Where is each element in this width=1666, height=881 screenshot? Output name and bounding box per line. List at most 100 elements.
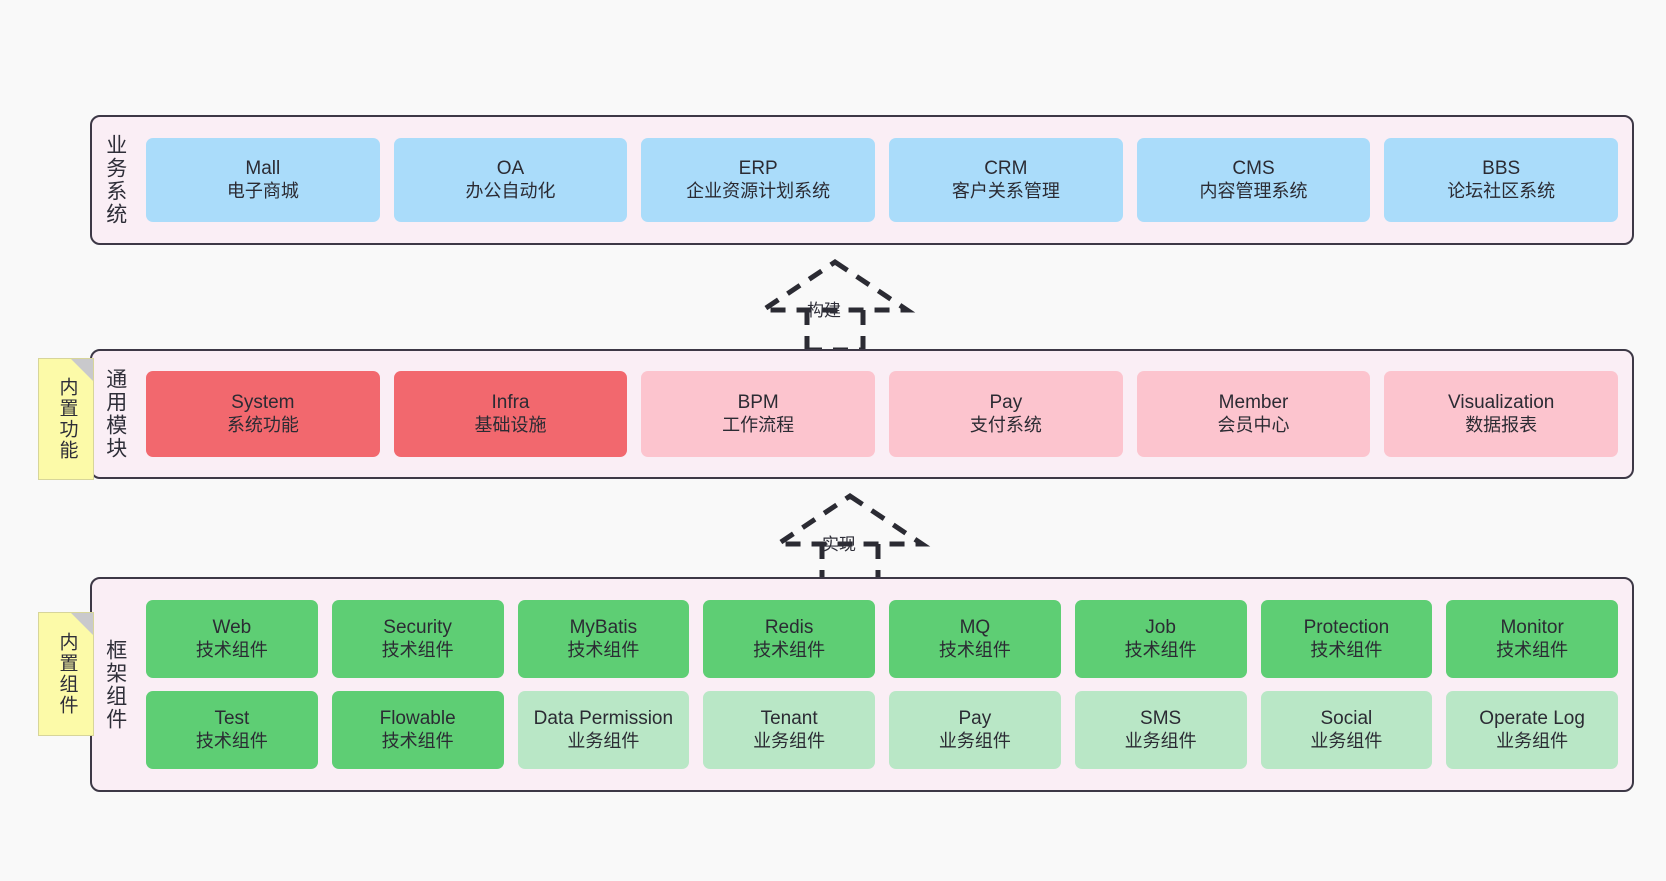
module-box-system[interactable]: System 系统功能 <box>146 371 380 457</box>
component-box-flowable[interactable]: Flowable 技术组件 <box>331 691 504 769</box>
module-box-bbs[interactable]: BBS 论坛社区系统 <box>1384 138 1619 222</box>
layer-business-label: 业务系统 <box>103 134 127 226</box>
component-desc: 业务组件 <box>753 730 826 751</box>
module-desc: 内容管理系统 <box>1199 180 1308 201</box>
component-title: MyBatis <box>569 617 638 639</box>
module-title: Infra <box>491 392 530 414</box>
component-desc: 业务组件 <box>1124 730 1197 751</box>
uml-triangle-head-icon <box>769 492 931 547</box>
module-desc: 支付系统 <box>969 414 1042 435</box>
component-box-security[interactable]: Security 技术组件 <box>331 600 504 678</box>
layer-business-body: Mall 电子商城 OA 办公自动化 ERP 企业资源计划系统 CRM 客户关系… <box>138 117 1632 243</box>
module-desc: 办公自动化 <box>465 180 556 201</box>
component-title: Redis <box>764 617 814 639</box>
module-title: OA <box>496 158 525 180</box>
note-builtin-components: 内置组件 <box>38 612 94 736</box>
component-desc: 业务组件 <box>1496 730 1569 751</box>
component-box-data-permission[interactable]: Data Permission 业务组件 <box>517 691 690 769</box>
layer-business-systems: 业务系统 Mall 电子商城 OA 办公自动化 ERP 企业资源计划系统 CRM… <box>90 115 1634 245</box>
module-title: Visualization <box>1448 392 1555 414</box>
layer-common-modules: 通用模块 System 系统功能 Infra 基础设施 BPM 工作流程 Pay… <box>90 349 1634 479</box>
component-title: Data Permission <box>533 708 674 730</box>
layer-framework-components: 框架组件 Web 技术组件 Security 技术组件 MyBatis 技术组件… <box>90 577 1634 792</box>
layer-common-body: System 系统功能 Infra 基础设施 BPM 工作流程 Pay 支付系统… <box>138 351 1632 477</box>
module-desc: 企业资源计划系统 <box>686 180 831 201</box>
module-box-oa[interactable]: OA 办公自动化 <box>393 138 628 222</box>
module-desc: 数据报表 <box>1465 414 1538 435</box>
component-title: Pay <box>958 708 992 730</box>
component-title: Security <box>383 617 452 639</box>
component-title: MQ <box>959 617 991 639</box>
module-title: BBS <box>1482 158 1521 180</box>
module-box-crm[interactable]: CRM 客户关系管理 <box>889 138 1123 222</box>
module-title: CRM <box>984 158 1028 180</box>
component-box-sms[interactable]: SMS 业务组件 <box>1074 691 1247 769</box>
module-title: BPM <box>737 392 779 414</box>
component-box-tenant[interactable]: Tenant 业务组件 <box>703 691 875 769</box>
module-box-pay[interactable]: Pay 支付系统 <box>889 371 1123 457</box>
module-title: Member <box>1218 392 1289 414</box>
module-desc: 论坛社区系统 <box>1447 180 1556 201</box>
component-title: Flowable <box>379 708 456 730</box>
layer-framework-label: 框架组件 <box>103 638 127 731</box>
component-desc: 技术组件 <box>1496 639 1569 660</box>
module-box-member[interactable]: Member 会员中心 <box>1136 371 1371 457</box>
component-desc: 技术组件 <box>381 639 454 660</box>
component-title: Job <box>1145 617 1176 639</box>
module-title: Mall <box>245 158 281 180</box>
component-title: Web <box>212 617 252 639</box>
component-box-operate-log[interactable]: Operate Log 业务组件 <box>1446 691 1618 769</box>
component-desc: 技术组件 <box>195 730 268 751</box>
component-box-protection[interactable]: Protection 技术组件 <box>1260 600 1433 678</box>
module-box-erp[interactable]: ERP 企业资源计划系统 <box>641 138 876 222</box>
component-box-web[interactable]: Web 技术组件 <box>146 600 318 678</box>
connector-implement-label: 实现 <box>822 535 856 554</box>
framework-row-biz: Test 技术组件 Flowable 技术组件 Data Permission … <box>146 691 1618 769</box>
component-box-mq[interactable]: MQ 技术组件 <box>889 600 1061 678</box>
component-box-monitor[interactable]: Monitor 技术组件 <box>1446 600 1618 678</box>
module-box-bpm[interactable]: BPM 工作流程 <box>641 371 876 457</box>
component-title: Social <box>1320 708 1373 730</box>
module-desc: 会员中心 <box>1217 414 1290 435</box>
module-title: System <box>231 392 295 414</box>
component-desc: 技术组件 <box>1124 639 1197 660</box>
module-desc: 工作流程 <box>722 414 795 435</box>
component-desc: 业务组件 <box>938 730 1011 751</box>
module-desc: 基础设施 <box>474 414 547 435</box>
note-text: 内置功能 <box>56 377 78 461</box>
connector-implement: 实现 <box>769 492 931 587</box>
component-title: SMS <box>1140 708 1182 730</box>
component-box-test[interactable]: Test 技术组件 <box>146 691 318 769</box>
layer-framework-body: Web 技术组件 Security 技术组件 MyBatis 技术组件 Redi… <box>138 579 1632 790</box>
component-box-redis[interactable]: Redis 技术组件 <box>703 600 875 678</box>
component-title: Protection <box>1303 617 1390 639</box>
framework-row-tech: Web 技术组件 Security 技术组件 MyBatis 技术组件 Redi… <box>146 600 1618 678</box>
component-title: Operate Log <box>1479 708 1585 730</box>
module-desc: 客户关系管理 <box>951 180 1060 201</box>
component-desc: 技术组件 <box>1310 639 1383 660</box>
component-desc: 业务组件 <box>567 730 640 751</box>
module-title: Pay <box>989 392 1023 414</box>
connector-build-label: 构建 <box>807 301 841 320</box>
component-box-pay[interactable]: Pay 业务组件 <box>889 691 1061 769</box>
module-title: ERP <box>738 158 778 180</box>
note-builtin-features: 内置功能 <box>38 358 94 480</box>
note-text: 内置组件 <box>56 632 78 716</box>
component-title: Test <box>214 708 250 730</box>
module-box-infra[interactable]: Infra 基础设施 <box>393 371 628 457</box>
uml-triangle-head-icon <box>754 258 916 313</box>
component-box-mybatis[interactable]: MyBatis 技术组件 <box>517 600 690 678</box>
module-box-mall[interactable]: Mall 电子商城 <box>146 138 380 222</box>
layer-common-label: 通用模块 <box>103 368 127 460</box>
component-desc: 技术组件 <box>938 639 1011 660</box>
component-title: Monitor <box>1500 617 1564 639</box>
module-box-cms[interactable]: CMS 内容管理系统 <box>1136 138 1371 222</box>
component-desc: 技术组件 <box>567 639 640 660</box>
component-desc: 业务组件 <box>1310 730 1383 751</box>
module-box-visualization[interactable]: Visualization 数据报表 <box>1384 371 1619 457</box>
component-desc: 技术组件 <box>753 639 826 660</box>
component-box-social[interactable]: Social 业务组件 <box>1260 691 1433 769</box>
component-box-job[interactable]: Job 技术组件 <box>1074 600 1247 678</box>
module-desc: 系统功能 <box>226 414 299 435</box>
